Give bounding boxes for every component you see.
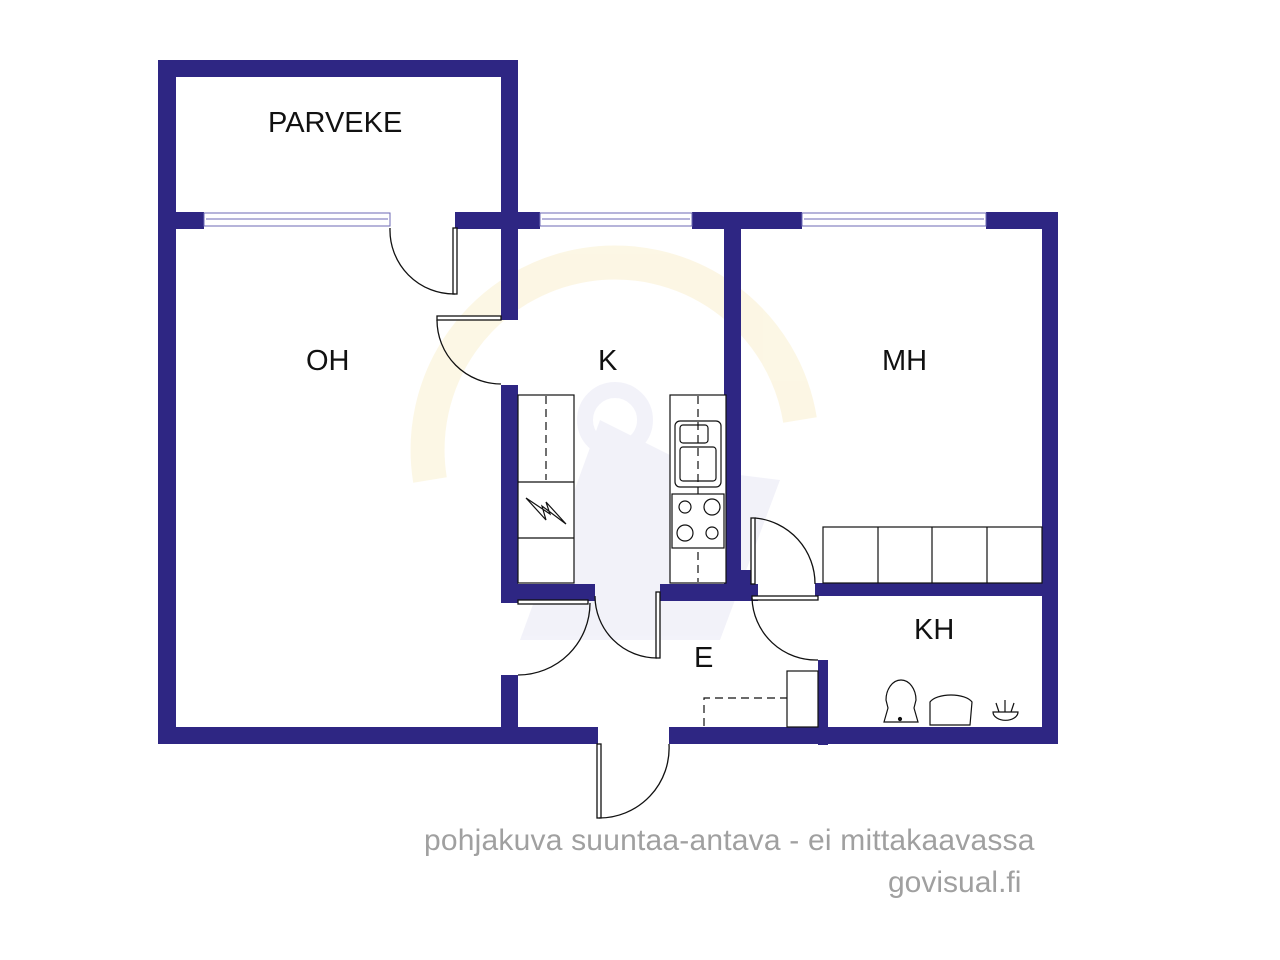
room-label-k: K xyxy=(598,345,618,377)
washbasin xyxy=(929,694,973,726)
electric-symbol xyxy=(525,497,567,525)
disclaimer-text: pohjakuva suuntaa-antava - ei mittakaava… xyxy=(424,824,1035,857)
bathroom-fixtures xyxy=(883,679,1019,726)
kitchen-fixtures xyxy=(517,394,727,584)
toilet xyxy=(883,679,919,723)
room-label-kh: KH xyxy=(914,614,954,646)
doors xyxy=(389,227,819,819)
coat-rack xyxy=(703,670,819,728)
brand-text: govisual.fi xyxy=(888,866,1022,899)
room-label-e: E xyxy=(694,642,713,674)
room-label-mh: MH xyxy=(882,345,927,377)
wardrobe xyxy=(822,526,1043,584)
windows xyxy=(203,212,987,227)
shower xyxy=(992,711,1019,721)
room-label-parveke: PARVEKE xyxy=(268,107,402,139)
room-label-oh: OH xyxy=(306,345,350,377)
walls xyxy=(158,60,1058,745)
